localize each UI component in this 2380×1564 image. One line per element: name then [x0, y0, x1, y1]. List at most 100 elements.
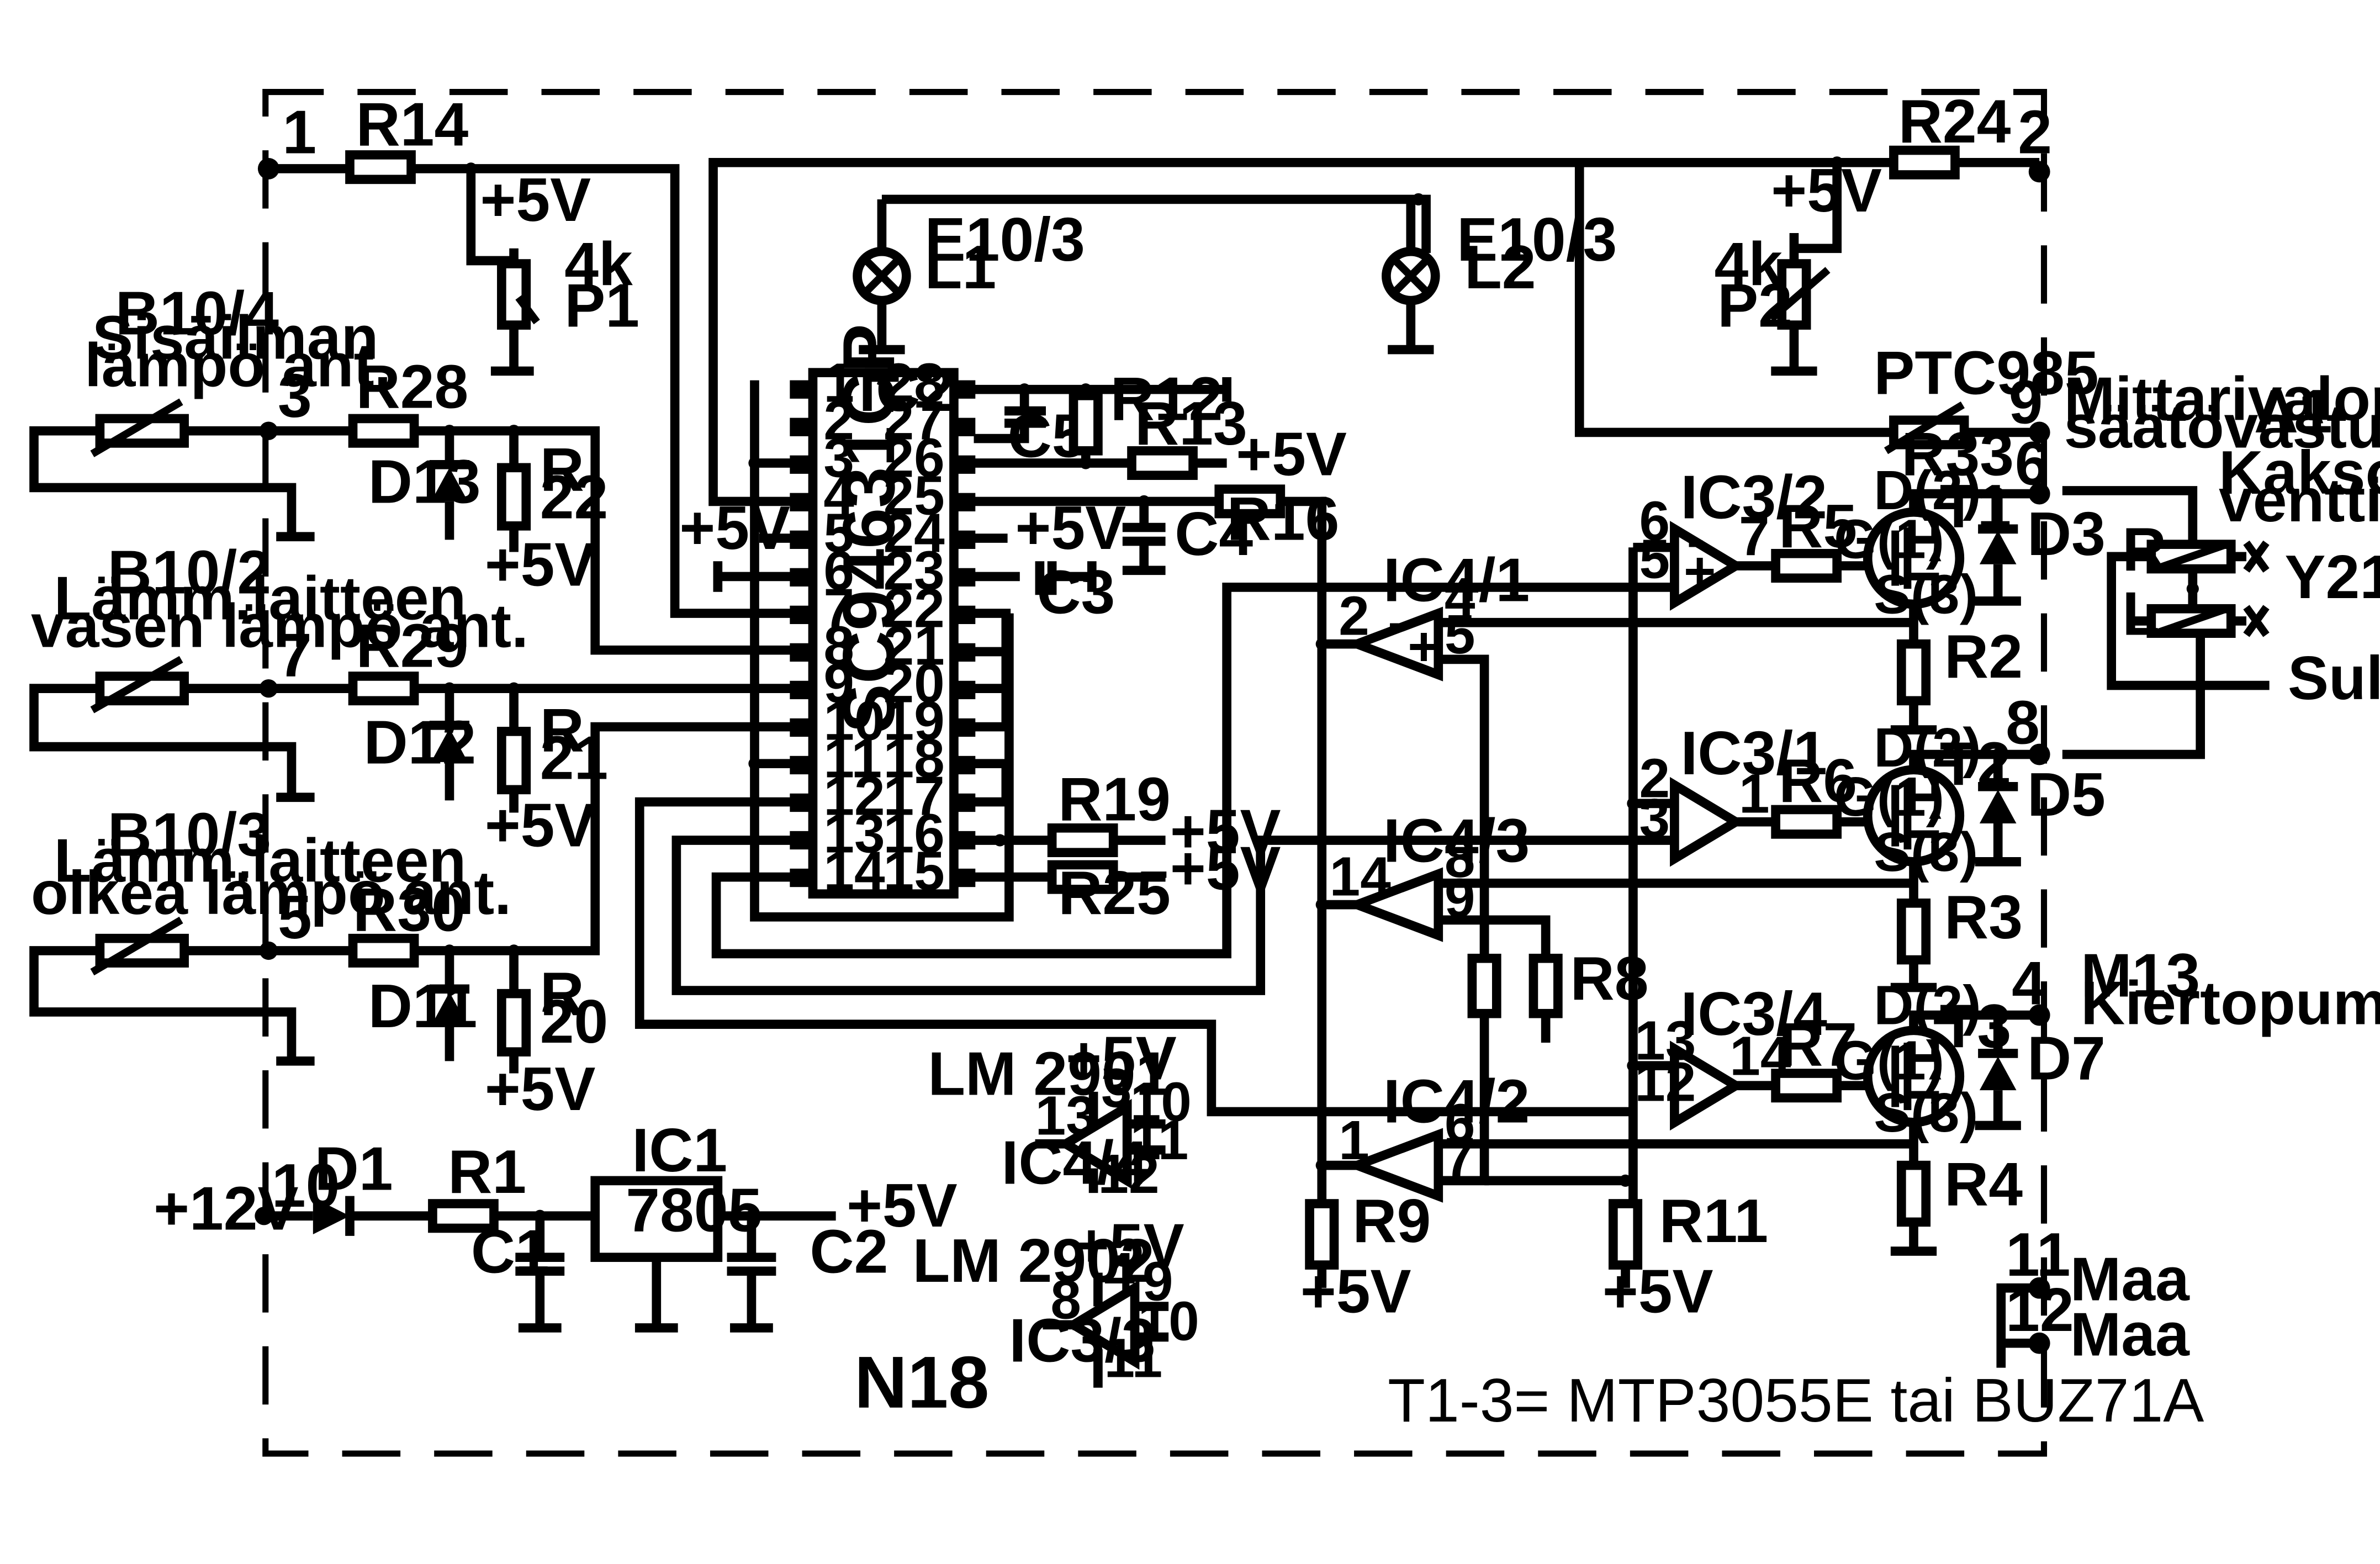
- r25-supply: +5V: [1170, 833, 1281, 902]
- terminal-4-label: 4: [2012, 949, 2046, 1018]
- r12-resistor: [1069, 391, 1103, 456]
- ic2-pin-24-label: 24: [884, 503, 945, 564]
- ic43-pin-out: 14: [1330, 846, 1392, 907]
- ic2-pin-19-label: 19: [884, 691, 945, 752]
- ic2-pin-23-pad: [954, 568, 976, 586]
- ic2-pin-11-pad: [790, 755, 812, 775]
- valve-l-label: L: [2122, 579, 2160, 648]
- r14-resistor: [345, 150, 416, 184]
- ic2-pin-12-label: 12: [823, 766, 885, 827]
- r2-resistor: [1896, 639, 1931, 706]
- ic2-pin-3-label: 3: [823, 427, 854, 489]
- ic2-pin-25-pad: [954, 493, 976, 511]
- sensor-b102-line2: vasen lämpö ant.: [31, 591, 528, 661]
- valve-line1: Kaksois: [2219, 438, 2380, 507]
- ic2-pin-3-pad: [790, 455, 812, 474]
- r28-label: R28: [356, 352, 469, 421]
- ic2-pin-13-label: 13: [823, 804, 885, 865]
- lamp-l1-ref: E10/3: [925, 205, 1085, 274]
- ic2-pin-11-label: 11: [823, 728, 882, 790]
- ground-maa-1: Maa: [2070, 1244, 2190, 1313]
- ic31-ref: IC3/1: [1680, 718, 1827, 788]
- ic1-part: 7805: [626, 1176, 762, 1245]
- r24-label: R24: [1898, 87, 2011, 156]
- ic2-pin-2-pad: [790, 418, 812, 436]
- sensor-b103-line2: oikea lämpö ant.: [31, 858, 511, 927]
- d13-diode: [431, 467, 468, 501]
- ic2-pin-1-label: 1: [823, 352, 854, 414]
- lm2902-part: LM 2902: [912, 1226, 1154, 1295]
- r9-label: R9: [1352, 1186, 1431, 1255]
- r21-label-a: R: [540, 695, 584, 764]
- r8-resistor: [1529, 953, 1563, 1018]
- ic32-ref: IC3/2: [1680, 462, 1827, 531]
- r11-resistor: [1608, 1199, 1643, 1270]
- ic2-pin-14-pad: [790, 868, 812, 887]
- ic2-chip: [808, 368, 959, 899]
- ic2-pin-7-label: 7: [823, 578, 854, 640]
- d12-label: D12: [363, 708, 476, 777]
- ic1-ref: IC1: [632, 1116, 727, 1185]
- r2-label: R2: [1944, 622, 2023, 691]
- ic32-pin-pos: 5: [1639, 529, 1670, 590]
- board-name: N18: [854, 1341, 989, 1424]
- ic31-pin-out: 1: [1739, 764, 1770, 825]
- r9-supply: +5V: [1300, 1257, 1411, 1326]
- ic41-minus-sign: -: [1388, 592, 1406, 653]
- r12-label: R12: [1110, 364, 1223, 434]
- r21-resistor: [497, 727, 531, 795]
- sensor-b104-ref: B10/4: [115, 278, 279, 347]
- ic31-pin-pos: 3: [1639, 788, 1670, 849]
- d1-label: D1: [315, 1134, 393, 1203]
- ic2-pin-17-pad: [954, 793, 976, 812]
- r20-label-b: 20: [540, 987, 609, 1056]
- lm2902-pin-o2: 10: [1138, 1291, 1199, 1352]
- sensor-b103-line1: Lämm.laitteen: [54, 826, 467, 895]
- ic2-pin-26-pad: [954, 455, 976, 474]
- r6-resistor: [1771, 805, 1842, 839]
- ic41-ref: IC4/1: [1383, 545, 1530, 614]
- r22-label-a: R: [540, 435, 584, 504]
- r20-resistor: [497, 989, 531, 1056]
- sensor-b102-line1: Lämm.laitteen: [54, 564, 467, 633]
- ic2-pin-18-pad: [954, 755, 976, 775]
- ic2-pin-17-label: 17: [884, 766, 945, 827]
- lm2901-supply: +5V: [1066, 1024, 1177, 1093]
- ic2-pin-15-label: 15: [884, 841, 945, 902]
- t2-source: S(3): [1874, 822, 1978, 883]
- ic2-pin-18-label: 18: [884, 728, 945, 790]
- r14-label: R14: [356, 90, 469, 159]
- d13-label: D13: [368, 447, 481, 516]
- lm2902-unit: IC3/3: [1009, 1306, 1155, 1375]
- ic2-pin-7-pad: [790, 605, 812, 625]
- ptc-line1: Mittarivalon: [2064, 364, 2380, 434]
- d7-diode: [1979, 1056, 2017, 1091]
- lm2901-symbol: [1056, 1098, 1132, 1189]
- terminal-6-label: 6: [2015, 429, 2049, 498]
- ic2-pin-28-pad: [954, 380, 976, 399]
- ic42-pin-out: 1: [1339, 1110, 1369, 1171]
- ic2-pin-8-pad: [790, 643, 812, 662]
- terminal-1-label: 1: [282, 98, 316, 167]
- pump-name: Kiertopumppu: [2081, 969, 2380, 1038]
- ic32-amplifier: [1670, 521, 1745, 611]
- sensor-b104-line1: Sisäilman: [92, 303, 378, 372]
- r19-label: R19: [1058, 764, 1171, 833]
- lm2902-pin-o1: 9: [1143, 1251, 1173, 1312]
- ic2-pin-12-pad: [790, 793, 812, 812]
- ic2-pin-6-label: 6: [823, 541, 854, 602]
- d5-diode: [1979, 789, 2017, 823]
- ic2-pin-4-pad: [790, 493, 812, 511]
- valve-y21: Y21: [2284, 542, 2380, 611]
- lm2901-pin-v: 3: [1101, 1058, 1132, 1119]
- ic2-pin-15-pad: [954, 868, 976, 887]
- r11-label: R11: [1659, 1186, 1769, 1255]
- r5-label: R5: [1779, 492, 1857, 561]
- ic2-pin-16-label: 16: [884, 804, 945, 865]
- r4-label: R4: [1944, 1149, 2023, 1218]
- p1-label: P1: [564, 271, 639, 340]
- r24-resistor: [1889, 145, 1960, 179]
- sensor-b104-line2: lämpö ant.: [84, 331, 391, 400]
